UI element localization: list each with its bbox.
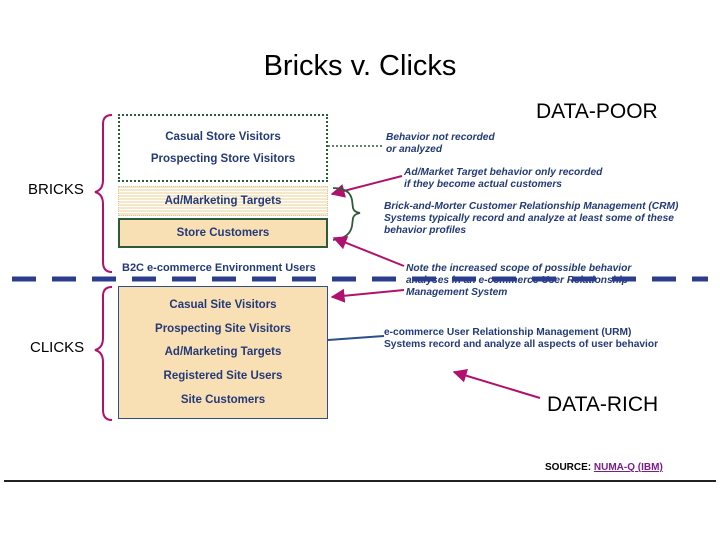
clicks-item: Site Customers	[180, 394, 266, 407]
casual-store-visitors: Casual Store Visitors	[165, 131, 281, 143]
data-poor-label: DATA-POOR	[536, 100, 658, 123]
store-customers-box: Store Customers	[118, 218, 328, 248]
annotation-ad-market-target: Ad/Market Target behavior only recorded …	[404, 167, 602, 191]
annotation-line: if they become actual customers	[404, 179, 562, 190]
bricks-ad-marketing-label: Ad/Marketing Targets	[164, 195, 282, 207]
data-rich-label: DATA-RICH	[547, 393, 659, 416]
urm-connector	[327, 335, 385, 341]
bricks-visitors-box: Casual Store Visitors Prospecting Store …	[118, 114, 328, 182]
clicks-brace	[94, 286, 113, 421]
annotation-note-scope: Note the increased scope of possible beh…	[406, 263, 632, 299]
arrow-note-down	[330, 288, 405, 303]
source-prefix: SOURCE:	[545, 462, 594, 473]
annotation-crm: Brick-and-Morter Customer Relationship M…	[384, 201, 678, 237]
annotation-urm: e-commerce User Relationship Management …	[384, 327, 658, 351]
annotation-line: e-commerce User Relationship Management …	[384, 327, 632, 338]
annotation-line: behavior profiles	[384, 225, 467, 236]
arrow-ad-target	[330, 175, 403, 198]
annotation-line: Behavior not recorded	[386, 132, 495, 143]
clicks-item: Registered Site Users	[163, 370, 283, 383]
prospecting-store-visitors: Prospecting Store Visitors	[150, 153, 296, 165]
crm-bracket	[332, 187, 361, 241]
annotation-behavior-not-recorded: Behavior not recorded or analyzed	[386, 132, 495, 156]
clicks-item: Prospecting Site Visitors	[155, 322, 291, 335]
clicks-item: Ad/Marketing Targets	[164, 346, 282, 359]
bricks-brace	[94, 114, 113, 273]
bricks-ad-marketing-targets: Ad/Marketing Targets	[118, 186, 328, 216]
annotation-line: Brick-and-Morter Customer Relationship M…	[384, 201, 679, 212]
annotation-line: Management System	[406, 287, 508, 298]
annotation-line: Systems record and analyze all aspects o…	[384, 339, 659, 350]
arrow-data-rich	[452, 368, 541, 399]
annotation-line: Systems typically record and analyze at …	[384, 213, 674, 224]
clicks-label: CLICKS	[30, 339, 85, 356]
source-link[interactable]: NUMA-Q (IBM)	[593, 462, 663, 473]
b2c-environment-label: B2C e-commerce Environment Users	[122, 262, 316, 274]
arrow-note-up	[332, 236, 405, 267]
clicks-item: Casual Site Visitors	[169, 298, 277, 311]
source-note: SOURCE: NUMA-Q (IBM)	[545, 462, 663, 473]
bricks-label: BRICKS	[28, 181, 84, 198]
annotation-line: Ad/Market Target behavior only recorded	[404, 167, 603, 178]
annotation-line: Note the increased scope of possible beh…	[406, 263, 632, 274]
store-customers-label: Store Customers	[176, 227, 270, 239]
clicks-users-box: Casual Site Visitors Prospecting Site Vi…	[118, 286, 328, 419]
annotation-line: or analyzed	[386, 144, 443, 155]
annotation-line: analyses in an e-commerce User Relations…	[406, 275, 628, 286]
page-title: Bricks v. Clicks	[263, 50, 457, 82]
